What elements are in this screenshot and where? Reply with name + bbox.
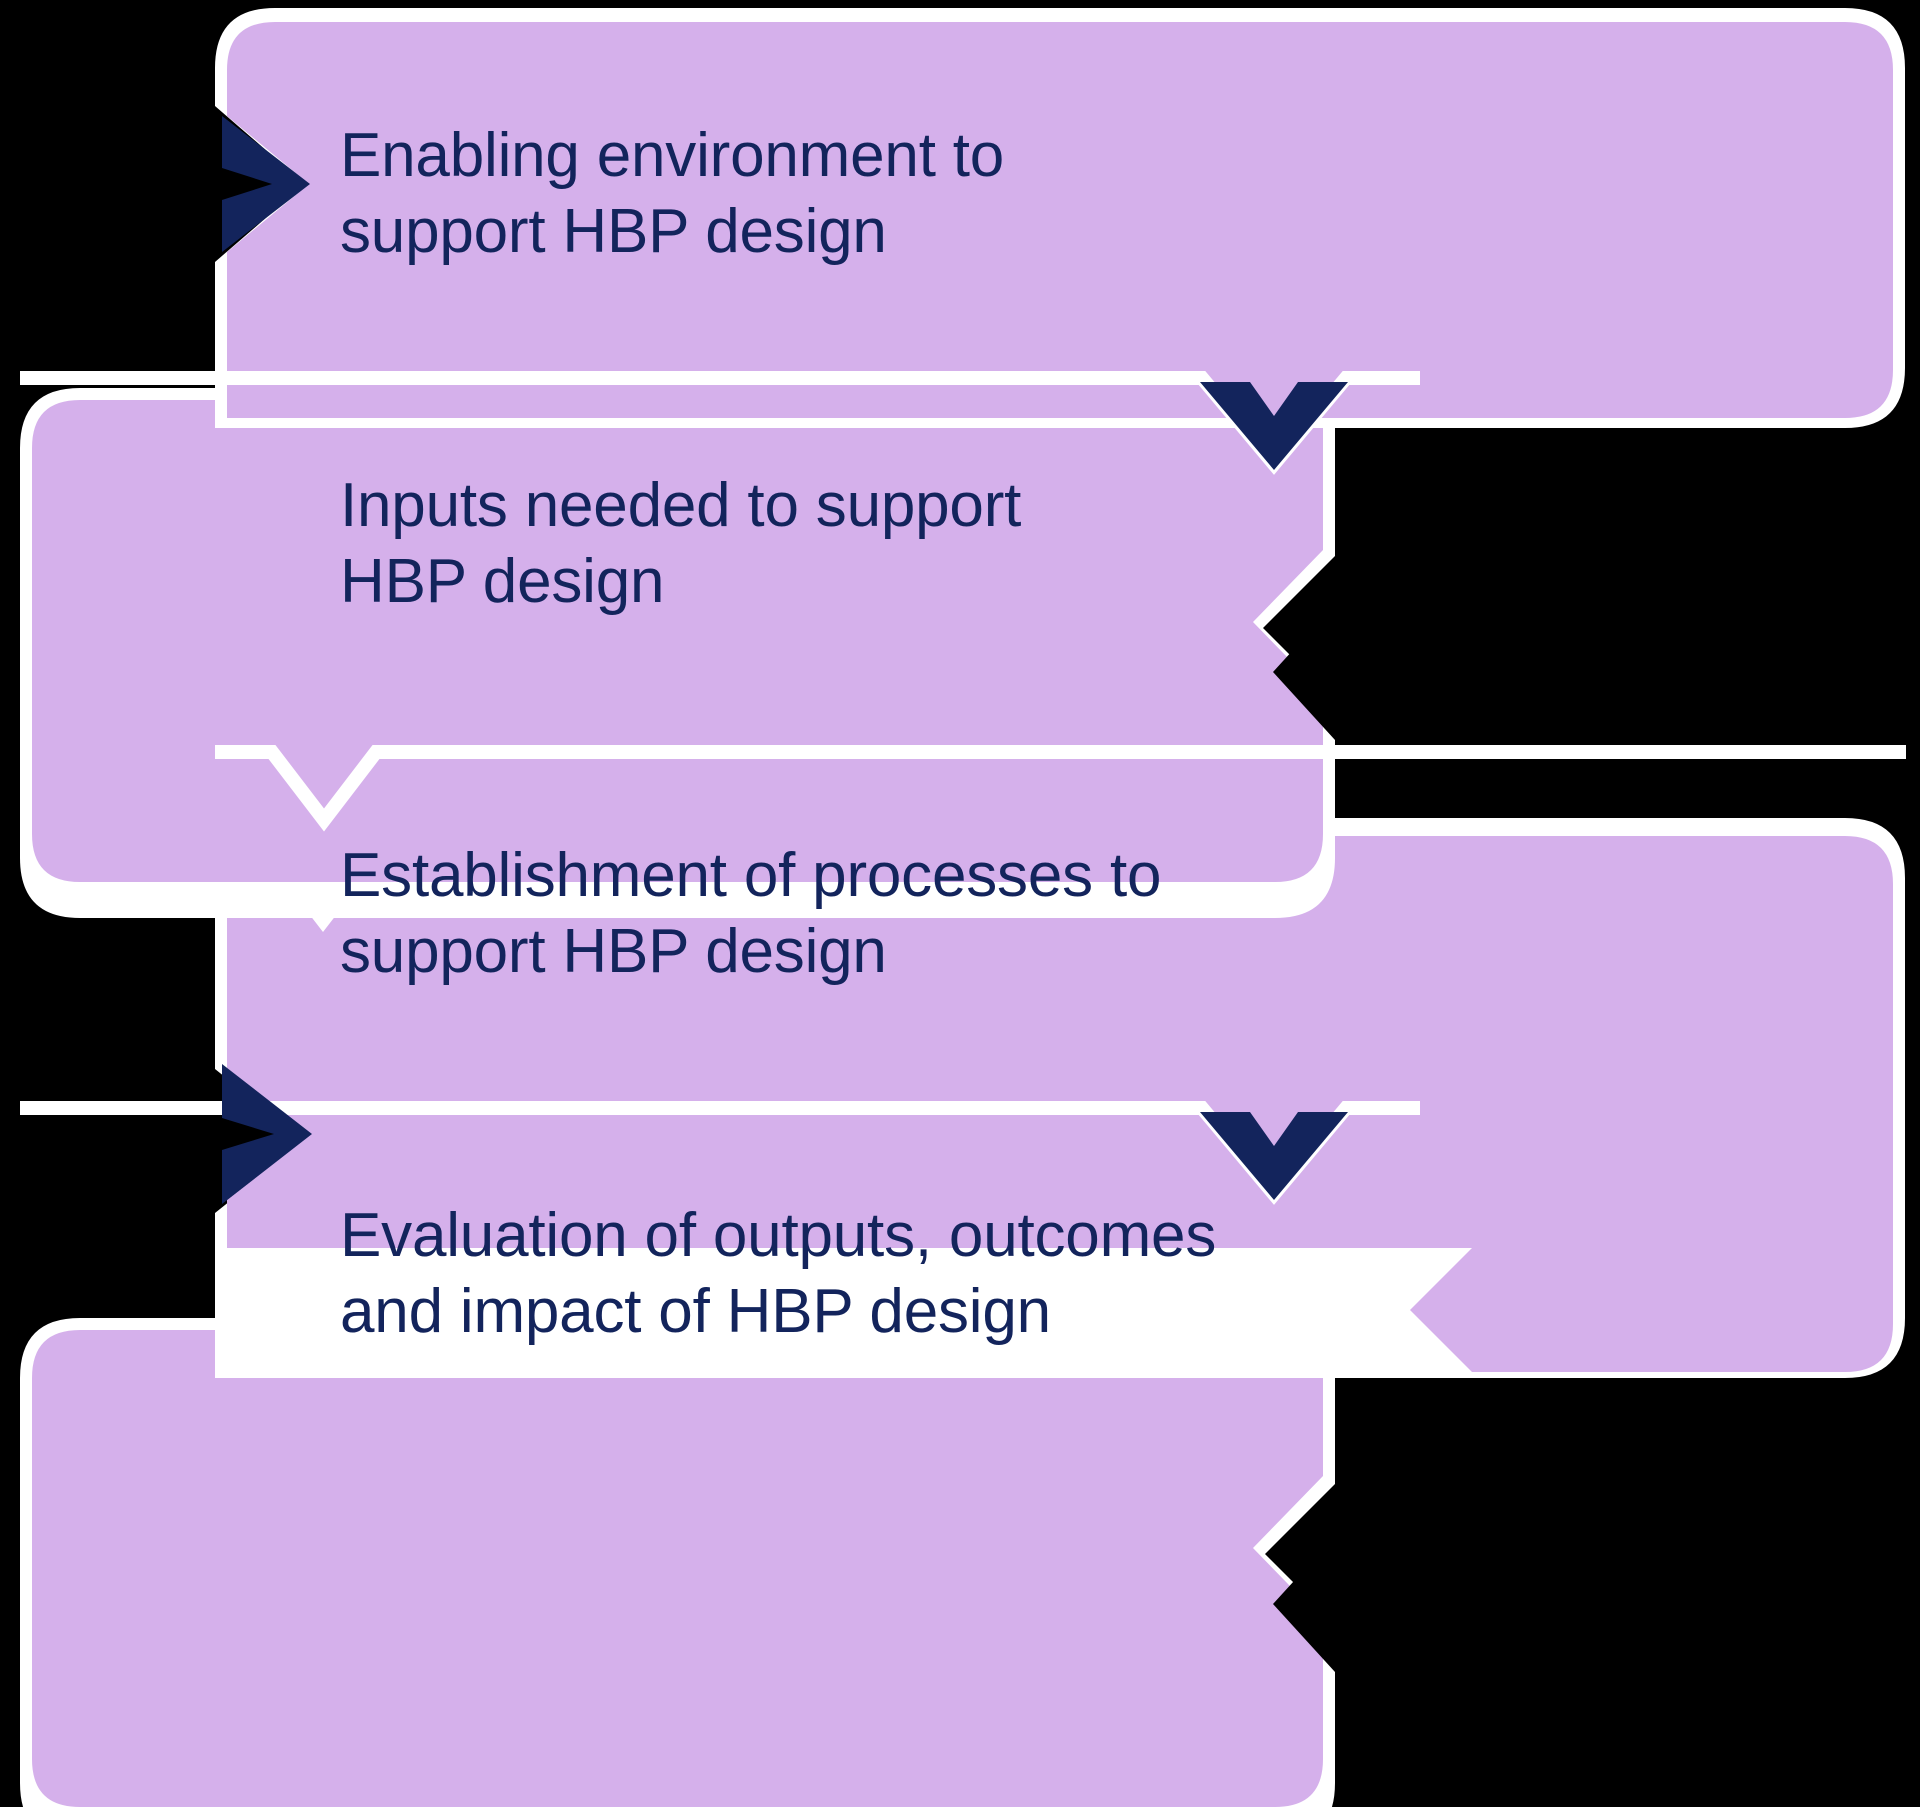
notch-icon-step-4 (1273, 1536, 1335, 1672)
step-box-4-fill (32, 1330, 1323, 1807)
step-box-2-fill (32, 400, 1323, 882)
chevron-down-icon-step-4 (1200, 1112, 1348, 1200)
step-box-1[interactable] (215, 8, 1905, 428)
step-box-4[interactable] (20, 1318, 1335, 1807)
notch-icon-step-2 (1273, 604, 1335, 740)
chevron-right-icon-step-3 (222, 1064, 312, 1204)
chevron-right-icon-step-1 (222, 116, 310, 252)
divider-2-3 (215, 745, 1906, 832)
step-box-2[interactable] (20, 388, 1335, 918)
chevron-down-icon-step-2 (1200, 382, 1348, 470)
step-box-1-fill (227, 22, 1893, 418)
